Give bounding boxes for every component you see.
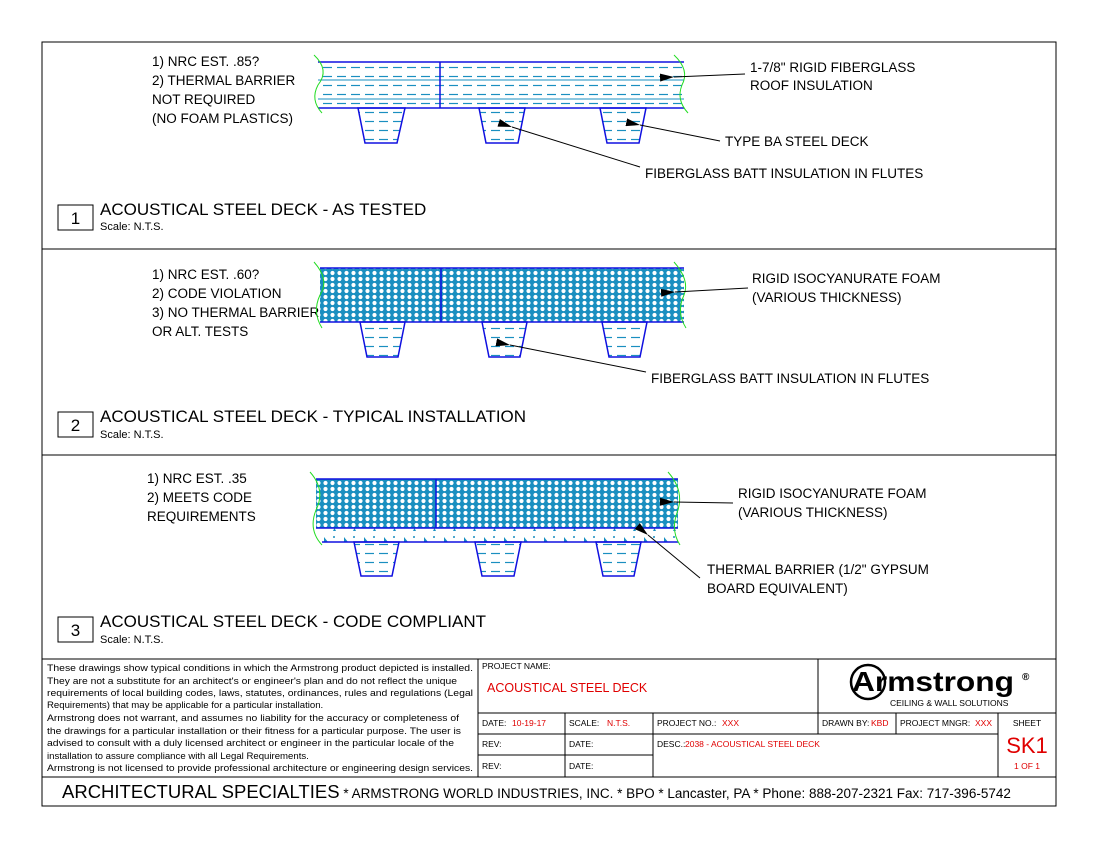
leader-arrow	[659, 73, 746, 82]
title-block-date: 10-19-17	[512, 718, 546, 728]
details-0-callouts-1: ROOF INSULATION	[750, 78, 873, 93]
title-block-desc-label: DESC.:	[657, 739, 685, 749]
details-1-title: ACOUSTICAL STEEL DECK - TYPICAL INSTALLA…	[100, 407, 526, 426]
title-block-rev-date-label: DATE:	[569, 739, 593, 749]
details-0-notes-3: (NO FOAM PLASTICS)	[152, 111, 293, 126]
details-2-title: ACOUSTICAL STEEL DECK - CODE COMPLIANT	[100, 612, 486, 631]
detail-2: 1) NRC EST. .60? 2) CODE VIOLATION 3) NO…	[57, 261, 941, 441]
leader-arrow	[497, 119, 641, 168]
detail-title: ACOUSTICAL STEEL DECK - AS TESTED	[100, 200, 426, 219]
details-2-callouts-2: THERMAL BARRIER (1/2" GYPSUM	[707, 562, 929, 577]
title-block-date-label: DATE:	[482, 718, 506, 728]
disclaimer-3: Requirements) that may be applicable for…	[47, 700, 323, 711]
details-2-notes-1: 2) MEETS CODE	[147, 490, 252, 505]
title-block-project-mngr: XXX	[975, 718, 992, 728]
armstrong-logo: Armstrong ® CEILING & WALL SOLUTIONS	[849, 663, 1030, 708]
details-1-callouts-0: RIGID ISOCYANURATE FOAM	[752, 271, 941, 286]
detail-1-notes: 1) NRC EST. .85? 2) THERMAL BARRIER NOT …	[152, 54, 296, 126]
title-block-project-name-label: PROJECT NAME:	[482, 661, 551, 671]
details-0-notes-2: NOT REQUIRED	[152, 92, 256, 107]
detail-1: 1) NRC EST. .85? 2) THERMAL BARRIER NOT …	[57, 54, 923, 233]
details-2-notes-2: REQUIREMENTS	[147, 509, 256, 524]
isocyanurate-foam-with-thermal-barrier	[309, 471, 681, 546]
disclaimer-4: Armstrong does not warrant, and assumes …	[47, 713, 459, 724]
sheet-number: SK1	[1006, 733, 1048, 758]
footer-details: * ARMSTRONG WORLD INDUSTRIES, INC. * BPO…	[340, 786, 1011, 801]
title-block-drawn-by-label: DRAWN BY:	[822, 718, 869, 728]
detail-3: 1) NRC EST. .35 2) MEETS CODE REQUIREMEN…	[57, 471, 929, 646]
details-2-callouts-3: BOARD EQUIVALENT)	[707, 581, 848, 596]
sheet-border	[41, 41, 1057, 807]
title-block-project-mngr-label: PROJECT MNGR:	[900, 718, 970, 728]
footer: ARCHITECTURAL SPECIALTIES * ARMSTRONG WO…	[62, 781, 1011, 802]
details-0-scale: Scale: N.T.S.	[100, 221, 164, 233]
details-1-notes-3: OR ALT. TESTS	[152, 324, 248, 339]
title-block-project-no-label: PROJECT NO.:	[657, 718, 716, 728]
disclaimer-8: Armstrong is not licensed to provide pro…	[47, 763, 473, 774]
title-block: These drawings show typical conditions i…	[47, 659, 1056, 777]
details-0-number: 1	[71, 209, 80, 228]
disclaimer-2: requirements of local building codes, la…	[47, 688, 473, 699]
details-0-callouts-2: TYPE BA STEEL DECK	[725, 134, 869, 149]
details-2-scale: Scale: N.T.S.	[100, 634, 164, 646]
title-block-scale-label: SCALE:	[569, 718, 599, 728]
title-block-project-no: XXX	[722, 718, 739, 728]
disclaimer-7: installation to assure compliance with a…	[47, 751, 309, 762]
details-1-callouts-1: (VARIOUS THICKNESS)	[752, 290, 902, 305]
disclaimer-6: advised to consult with a duly licensed …	[47, 738, 454, 749]
details-1-number: 2	[71, 416, 80, 435]
disclaimer-5: the drawings for a particular installati…	[47, 726, 461, 737]
svg-text:®: ®	[1022, 672, 1030, 683]
title-block-rev-label: REV:	[482, 761, 502, 771]
title-block-sheet-of: 1 OF 1	[1014, 761, 1040, 771]
details-2-number: 3	[71, 621, 80, 640]
details-0-callouts-3: FIBERGLASS BATT INSULATION IN FLUTES	[645, 166, 923, 181]
footer-company: ARCHITECTURAL SPECIALTIES	[62, 781, 340, 802]
title-block-logo-text: Armstrong	[852, 666, 1014, 697]
details-0-callouts-0: 1-7/8" RIGID FIBERGLASS	[750, 60, 915, 75]
title-block-logo-sub: CEILING & WALL SOLUTIONS	[890, 698, 1009, 708]
disclaimer-1: They are not a substitute for an archite…	[47, 676, 457, 687]
title-block-rev-date-label: DATE:	[569, 761, 593, 771]
steel-deck-flutes	[357, 107, 647, 144]
project-name: ACOUSTICAL STEEL DECK	[487, 681, 648, 695]
fiberglass-roof-insulation	[313, 54, 689, 114]
title-block-sheet-label: SHEET	[1013, 718, 1041, 728]
details-1-notes-1: 2) CODE VIOLATION	[152, 286, 282, 301]
break-line	[673, 54, 689, 114]
details-2-callouts-0: RIGID ISOCYANURATE FOAM	[738, 486, 927, 501]
title-block-scale: N.T.S.	[607, 718, 630, 728]
details-2-notes-0: 1) NRC EST. .35	[147, 471, 247, 486]
disclaimer: These drawings show typical conditions i…	[47, 663, 473, 774]
detail-number-box	[57, 204, 94, 231]
break-line	[313, 54, 324, 114]
details-0-notes-1: 2) THERMAL BARRIER	[152, 73, 296, 88]
isocyanurate-foam	[313, 261, 687, 329]
details-2-callouts-1: (VARIOUS THICKNESS)	[738, 505, 888, 520]
leader-arrow	[625, 118, 721, 142]
details-1-notes-0: 1) NRC EST. .60?	[152, 267, 259, 282]
title-block-desc: 2038 - ACOUSTICAL STEEL DECK	[685, 739, 820, 749]
title-block-drawn-by: KBD	[871, 718, 888, 728]
details-1-scale: Scale: N.T.S.	[100, 429, 164, 441]
details-0-notes-0: 1) NRC EST. .85?	[152, 54, 259, 69]
details-1-callouts-2: FIBERGLASS BATT INSULATION IN FLUTES	[651, 371, 929, 386]
details-1-notes-2: 3) NO THERMAL BARRIER	[152, 305, 320, 320]
disclaimer-0: These drawings show typical conditions i…	[47, 663, 473, 674]
title-block-rev-label: REV:	[482, 739, 502, 749]
